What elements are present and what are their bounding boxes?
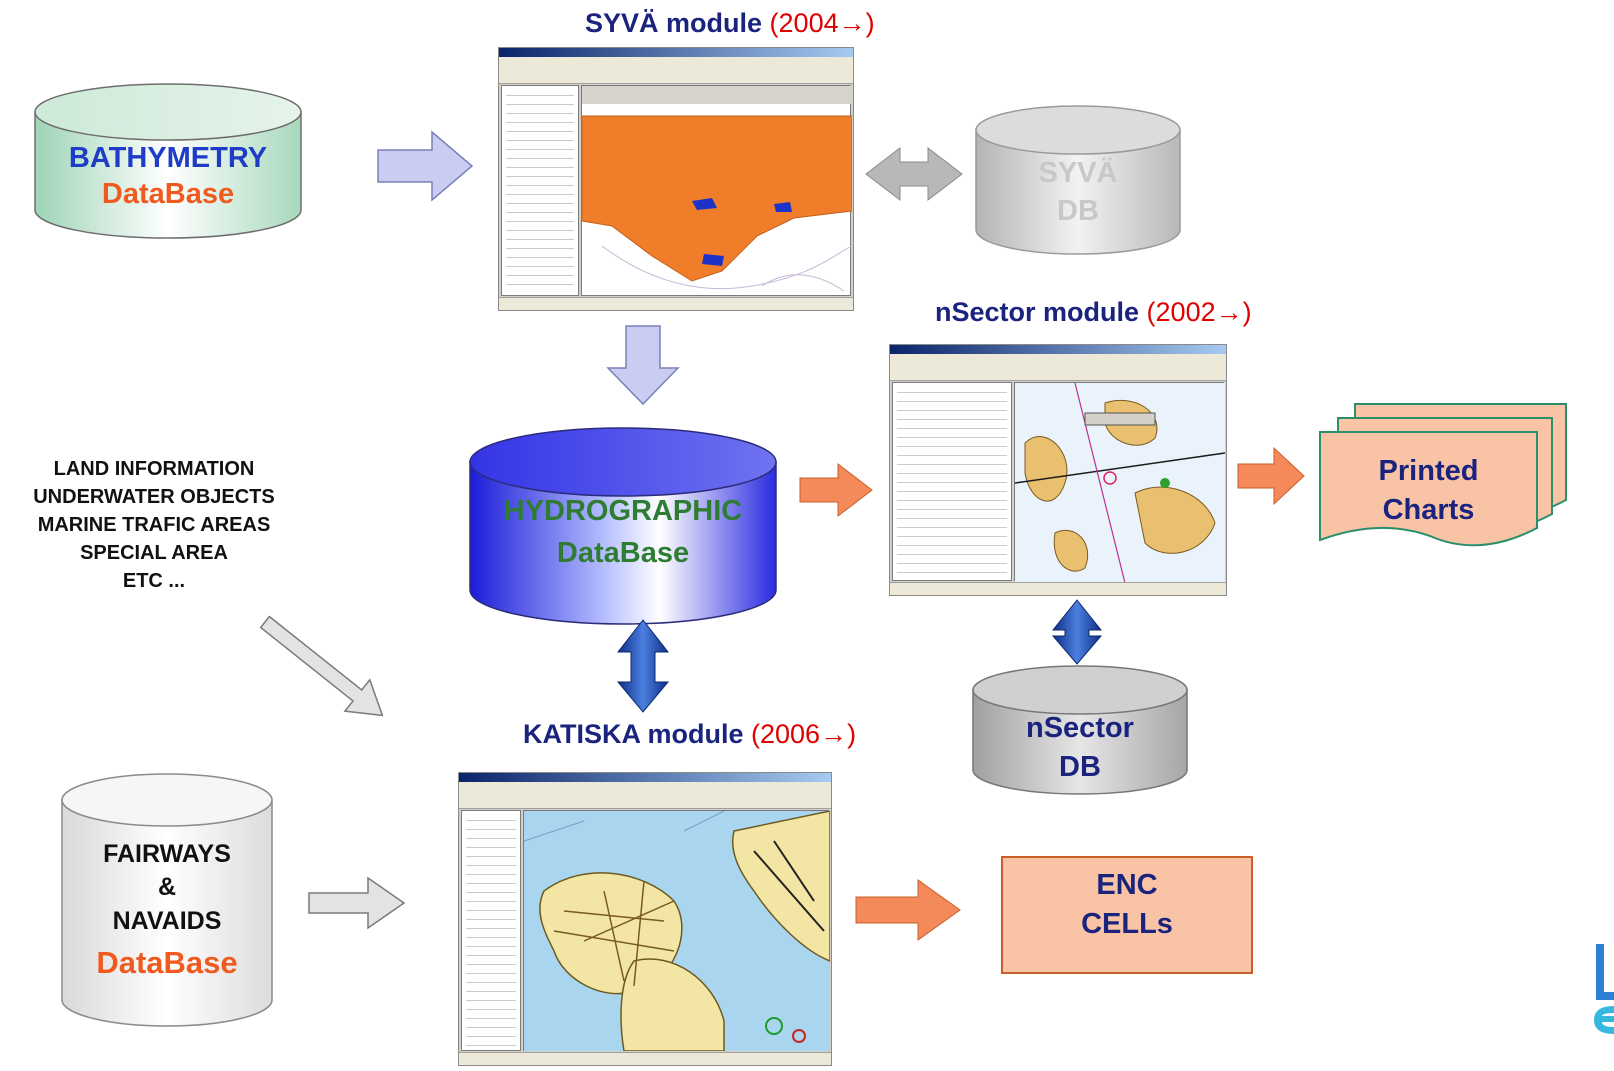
nsector-db-cylinder (972, 665, 1188, 795)
katiska-module-name: KATISKA module (523, 719, 744, 749)
syva-module-name: SYVÄ module (585, 8, 763, 38)
syva-db-cylinder (975, 105, 1181, 255)
fairways-line3: NAVAIDS (112, 906, 222, 935)
hydrographic-label: HYDROGRAPHIC DataBase (470, 490, 776, 574)
bathymetry-database-cylinder (34, 83, 302, 239)
nsector-module-years: (2002→) (1146, 297, 1252, 327)
arrow-fairways-to-katiska (308, 876, 406, 930)
katiska-module-years: (2006→) (751, 719, 857, 749)
statusbar (890, 582, 1226, 595)
syva-db-label: SYVÄ DB (976, 155, 1180, 230)
printed-charts-line1: Printed (1378, 455, 1479, 487)
fairways-line2: & (157, 873, 177, 902)
land-information-list: LAND INFORMATION UNDERWATER OBJECTS MARI… (0, 455, 308, 595)
syva-module-years: (2004→) (769, 8, 875, 38)
titlebar (499, 48, 853, 57)
nsector-module-title: nSector module (2002→) (935, 297, 1252, 328)
syva-db-line2: DB (1057, 194, 1099, 227)
partial-logo (1594, 944, 1614, 1034)
fairways-database-cylinder (61, 773, 273, 1027)
arrow-hydrographic-to-nsector (799, 462, 873, 518)
enc-cells-line2: CELLs (1081, 908, 1173, 941)
enc-cells-line1: ENC (1096, 869, 1158, 901)
double-arrow-syva-module-syva-db (865, 146, 963, 202)
nsector-db-label: nSector DB (973, 709, 1187, 787)
syva-app-screenshot (498, 47, 854, 311)
bathymetry-surface (581, 86, 853, 292)
land-info-item: MARINE TRAFIC AREAS (37, 514, 271, 536)
toolbar (890, 362, 1226, 381)
fairway-chart (523, 810, 831, 1052)
arrow-syva-to-hydrographic (606, 325, 680, 406)
table-of-contents (461, 810, 521, 1051)
printed-charts-line2: Charts (1382, 494, 1475, 527)
arrow-bathymetry-to-syva (377, 130, 474, 202)
nsector-module-name: nSector module (935, 297, 1140, 327)
table-of-contents (892, 382, 1012, 581)
bathymetry-line2: DataBase (101, 178, 235, 211)
arrow-katiska-to-enc (855, 879, 961, 941)
printed-charts-stack (1319, 403, 1567, 547)
statusbar (499, 297, 853, 310)
enc-cells-box (1001, 856, 1253, 974)
katiska-module-title: KATISKA module (2006→) (523, 719, 856, 750)
bathymetry-label: BATHYMETRY DataBase (35, 140, 301, 213)
nsector-app-screenshot (889, 344, 1227, 596)
titlebar (459, 773, 831, 782)
hydrographic-database-cylinder (469, 427, 777, 625)
syva-module-title: SYVÄ module (2004→) (585, 8, 875, 39)
map-view (523, 810, 831, 1052)
land-info-item: ETC ... (122, 570, 186, 592)
statusbar (459, 1052, 831, 1065)
bathymetry-line1: BATHYMETRY (68, 142, 268, 174)
nautical-chart (1014, 382, 1226, 584)
fairways-line1: FAIRWAYS (103, 840, 231, 868)
nsector-db-line1: nSector (1026, 712, 1134, 744)
table-of-contents (501, 85, 579, 296)
titlebar (890, 345, 1226, 354)
katiska-app-screenshot (458, 772, 832, 1066)
arrow-land-info-to-katiska (259, 615, 384, 717)
hydrographic-line2: DataBase (556, 537, 690, 570)
fairways-label: FAIRWAYS & NAVAIDS DataBase (62, 838, 272, 983)
syva-db-line1: SYVÄ (1038, 157, 1118, 189)
fairways-line4: DataBase (96, 944, 238, 980)
land-info-item: LAND INFORMATION (53, 458, 255, 480)
toolbar (499, 65, 853, 84)
enc-cells-label: ENC CELLs (1002, 866, 1252, 944)
double-arrow-nsector-module-nsector-db (1051, 599, 1103, 665)
double-arrow-hydrographic-katiska (616, 619, 670, 713)
toolbar (459, 790, 831, 809)
nsector-db-line2: DB (1059, 751, 1101, 784)
arrow-nsector-to-printed-charts (1237, 446, 1305, 506)
printed-charts-label: Printed Charts (1320, 452, 1537, 530)
hydrographic-line1: HYDROGRAPHIC (503, 495, 743, 527)
land-info-item: UNDERWATER OBJECTS (33, 486, 275, 508)
map-view (1014, 382, 1226, 584)
map-view (581, 85, 853, 296)
land-info-item: SPECIAL AREA (80, 542, 228, 564)
